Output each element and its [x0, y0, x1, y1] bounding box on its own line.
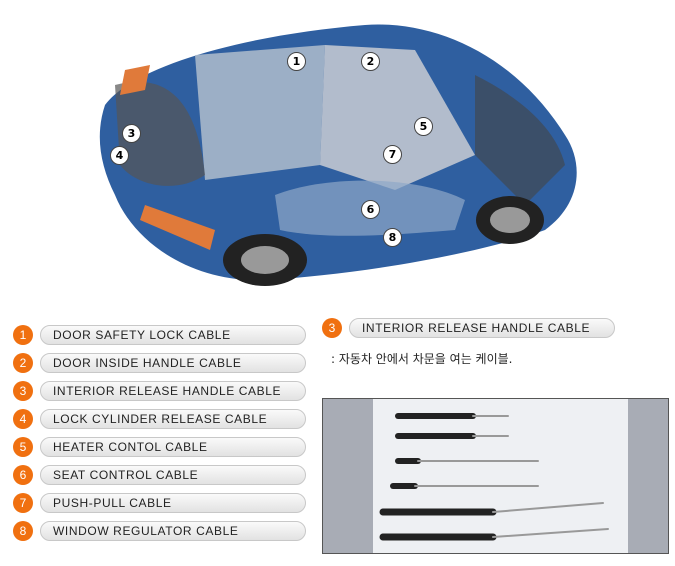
number-badge: 7 [13, 493, 33, 513]
cable-product-photo [322, 398, 669, 554]
cable-item-6[interactable]: 6 SEAT CONTROL CABLE [13, 465, 306, 485]
diagram-marker-4[interactable]: 4 [110, 146, 129, 165]
number-badge: 3 [13, 381, 33, 401]
selected-cable-header: 3 INTERIOR RELEASE HANDLE CABLE [322, 318, 615, 338]
cable-item-2[interactable]: 2 DOOR INSIDE HANDLE CABLE [13, 353, 306, 373]
diagram-marker-3[interactable]: 3 [122, 124, 141, 143]
cable-label[interactable]: PUSH-PULL CABLE [40, 493, 306, 513]
cable-item-3[interactable]: 3 INTERIOR RELEASE HANDLE CABLE [13, 381, 306, 401]
cable-label[interactable]: DOOR SAFETY LOCK CABLE [40, 325, 306, 345]
cable-item-1[interactable]: 1 DOOR SAFETY LOCK CABLE [13, 325, 306, 345]
diagram-marker-1[interactable]: 1 [287, 52, 306, 71]
cable-label[interactable]: WINDOW REGULATOR CABLE [40, 521, 306, 541]
number-badge: 8 [13, 521, 33, 541]
cable-label[interactable]: DOOR INSIDE HANDLE CABLE [40, 353, 306, 373]
number-badge: 1 [13, 325, 33, 345]
cable-item-4[interactable]: 4 LOCK CYLINDER RELEASE CABLE [13, 409, 306, 429]
number-badge: 4 [13, 409, 33, 429]
number-badge: 5 [13, 437, 33, 457]
cable-label[interactable]: HEATER CONTOL CABLE [40, 437, 306, 457]
cable-item-8[interactable]: 8 WINDOW REGULATOR CABLE [13, 521, 306, 541]
cable-label[interactable]: LOCK CYLINDER RELEASE CABLE [40, 409, 306, 429]
diagram-marker-5[interactable]: 5 [414, 117, 433, 136]
diagram-marker-6[interactable]: 6 [361, 200, 380, 219]
car-cutaway-illustration [99, 24, 577, 286]
diagram-marker-8[interactable]: 8 [383, 228, 402, 247]
diagram-marker-2[interactable]: 2 [361, 52, 380, 71]
cable-label[interactable]: INTERIOR RELEASE HANDLE CABLE [40, 381, 306, 401]
cable-item-7[interactable]: 7 PUSH-PULL CABLE [13, 493, 306, 513]
number-badge: 3 [322, 318, 342, 338]
selected-cable-label: INTERIOR RELEASE HANDLE CABLE [349, 318, 615, 338]
number-badge: 6 [13, 465, 33, 485]
number-badge: 2 [13, 353, 33, 373]
cable-item-5[interactable]: 5 HEATER CONTOL CABLE [13, 437, 306, 457]
diagram-marker-7[interactable]: 7 [383, 145, 402, 164]
selected-cable-description: : 자동차 안에서 차문을 여는 케이블. [331, 352, 513, 366]
cable-label[interactable]: SEAT CONTROL CABLE [40, 465, 306, 485]
